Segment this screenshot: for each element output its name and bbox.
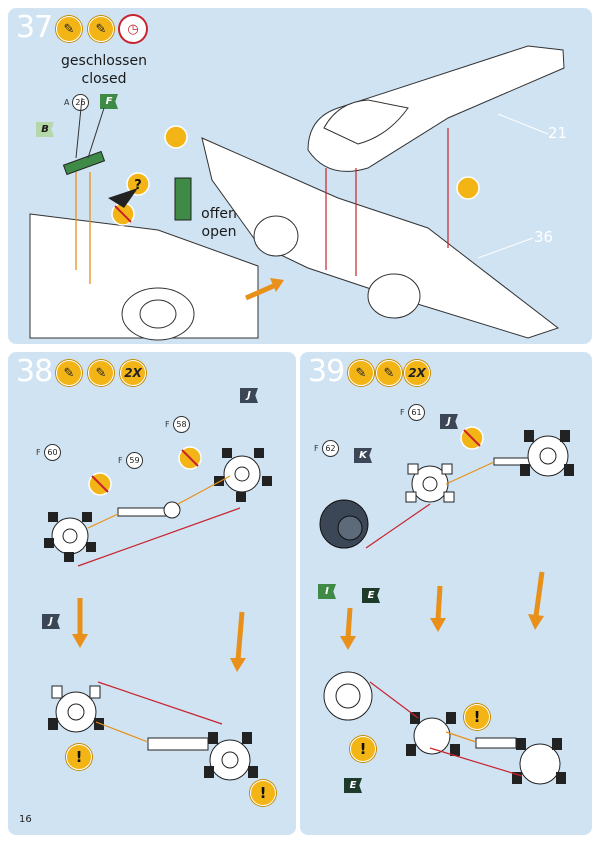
sprue-letter: F xyxy=(118,456,123,465)
aircraft-fuselage xyxy=(307,45,565,172)
engine-rear-assembled xyxy=(204,732,258,781)
down-arrow xyxy=(533,571,545,617)
warning-icon: ! xyxy=(250,780,276,806)
sprue-letter: F xyxy=(314,444,319,453)
open-label-de: offen xyxy=(201,206,237,222)
engine-front-assembled xyxy=(406,712,460,756)
quantity-badge: 2X xyxy=(404,360,430,386)
step-38-panel: 38 ✎ ✎ 2X F 60 F 59 F 58 J J ! ! xyxy=(8,352,296,835)
glue-icon: ✎ xyxy=(56,16,82,42)
svg-text:?: ? xyxy=(134,178,142,193)
crankcase-assembled xyxy=(323,671,373,721)
canopy xyxy=(323,99,409,145)
down-arrow xyxy=(435,585,443,621)
closed-label-de: geschlossen xyxy=(61,53,147,69)
engine-rear-cylinders xyxy=(214,448,272,502)
warning-icon: ! xyxy=(464,704,490,730)
callout-21: 21 xyxy=(548,124,568,142)
sprue-flag-e: E xyxy=(362,588,380,603)
down-arrow xyxy=(235,611,245,661)
quantity-badge: 2X xyxy=(120,360,146,386)
aircraft-wing xyxy=(201,137,560,339)
sprue-flag-k: K xyxy=(354,448,372,463)
page-number: 16 xyxy=(19,814,32,825)
callout-36: 36 xyxy=(534,228,554,246)
step-number: 37 xyxy=(16,10,53,45)
engine-shaft-assembled xyxy=(147,737,209,751)
part-number-circle: 59 xyxy=(126,452,143,469)
sprue-flag-i: I xyxy=(318,584,336,599)
sprue-letter: A xyxy=(64,98,70,107)
sprue-letter: F xyxy=(165,420,170,429)
part-number-circle: 58 xyxy=(173,416,190,433)
crankcase-part xyxy=(319,499,369,549)
sprue-flag-j: J xyxy=(240,388,258,403)
part-number-circle: 60 xyxy=(44,444,61,461)
open-label-en: open xyxy=(201,224,237,240)
step-37-panel: 37 ✎ ✎ ◷ geschlossen closed offen open A… xyxy=(8,8,592,344)
engine-front-assembled xyxy=(48,685,104,733)
sprue-flag-f: F xyxy=(100,94,118,109)
part-number-circle: 61 xyxy=(408,404,425,421)
step-39-panel: 39 ✎ ✎ 2X F 62 F 61 K J I E E ! ! xyxy=(300,352,592,835)
tape-icon xyxy=(456,176,480,200)
closed-label-en: closed xyxy=(81,71,127,87)
warning-icon: ! xyxy=(350,736,376,762)
clock-icon: ◷ xyxy=(120,16,146,42)
engine-rear-assembled xyxy=(512,738,566,785)
cement-icon xyxy=(164,125,188,149)
step-39-drawing xyxy=(319,426,574,785)
sprue-flag-e: E xyxy=(344,778,362,793)
step-38-drawing xyxy=(44,446,272,781)
sprue-letter: F xyxy=(36,448,41,457)
paint-icon: ✎ xyxy=(88,360,114,386)
glue-icon: ✎ xyxy=(348,360,374,386)
engine-shaft xyxy=(117,501,181,519)
hint-icon xyxy=(126,172,150,196)
glue-icon: ✎ xyxy=(56,360,82,386)
sprue-flag-b: B xyxy=(36,122,54,137)
gear-door-open xyxy=(174,177,192,221)
sprue-letter: F xyxy=(400,408,405,417)
engine-right xyxy=(367,273,421,319)
engine-left xyxy=(253,215,299,257)
engine-front-cylinders xyxy=(405,463,455,503)
gear-door-closed xyxy=(62,150,106,176)
engine-front-cylinders xyxy=(44,512,96,562)
step-37-drawing: ? xyxy=(29,45,565,341)
step-number: 38 xyxy=(16,354,53,389)
sprue-flag-j: J xyxy=(42,614,60,629)
wing-detail-left xyxy=(29,213,259,339)
paint-icon: ✎ xyxy=(376,360,402,386)
engine-rear-assembled xyxy=(520,430,574,477)
paint-icon: ✎ xyxy=(88,16,114,42)
warning-icon: ! xyxy=(66,744,92,770)
part-number-circle: 62 xyxy=(322,440,339,457)
down-arrow xyxy=(345,607,353,639)
step-number: 39 xyxy=(308,354,345,389)
step-arrow xyxy=(244,281,280,301)
engine-shaft-assembled xyxy=(475,737,517,749)
sprue-flag-j: J xyxy=(440,414,458,429)
